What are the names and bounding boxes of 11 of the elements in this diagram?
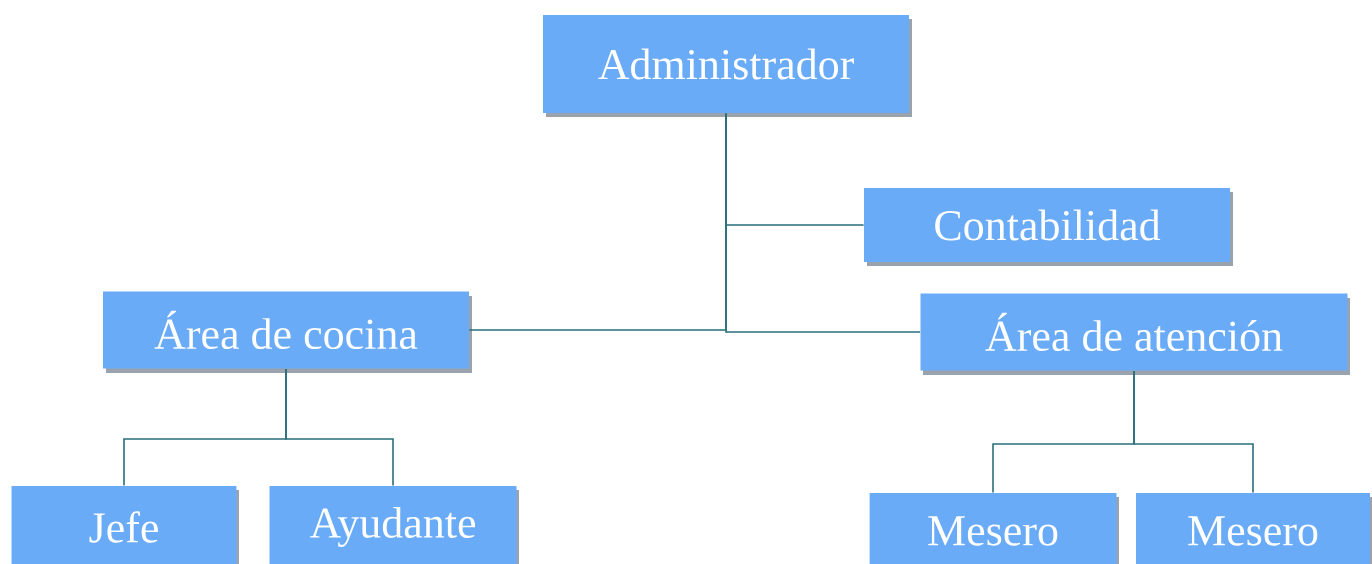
org-box: Mesero [869, 493, 1119, 564]
org-box: Administrador [543, 15, 912, 117]
org-box: Área de atención [920, 293, 1350, 375]
connector-line [725, 112, 921, 333]
connector-line [1133, 370, 1254, 494]
org-box: Jefe [11, 486, 239, 564]
org-box: Ayudante [269, 486, 519, 564]
org-box: Contabilidad [864, 188, 1233, 266]
connector-line [285, 368, 394, 487]
org-box: Área de cocina [103, 291, 472, 373]
org-box: Mesero [1136, 493, 1372, 564]
